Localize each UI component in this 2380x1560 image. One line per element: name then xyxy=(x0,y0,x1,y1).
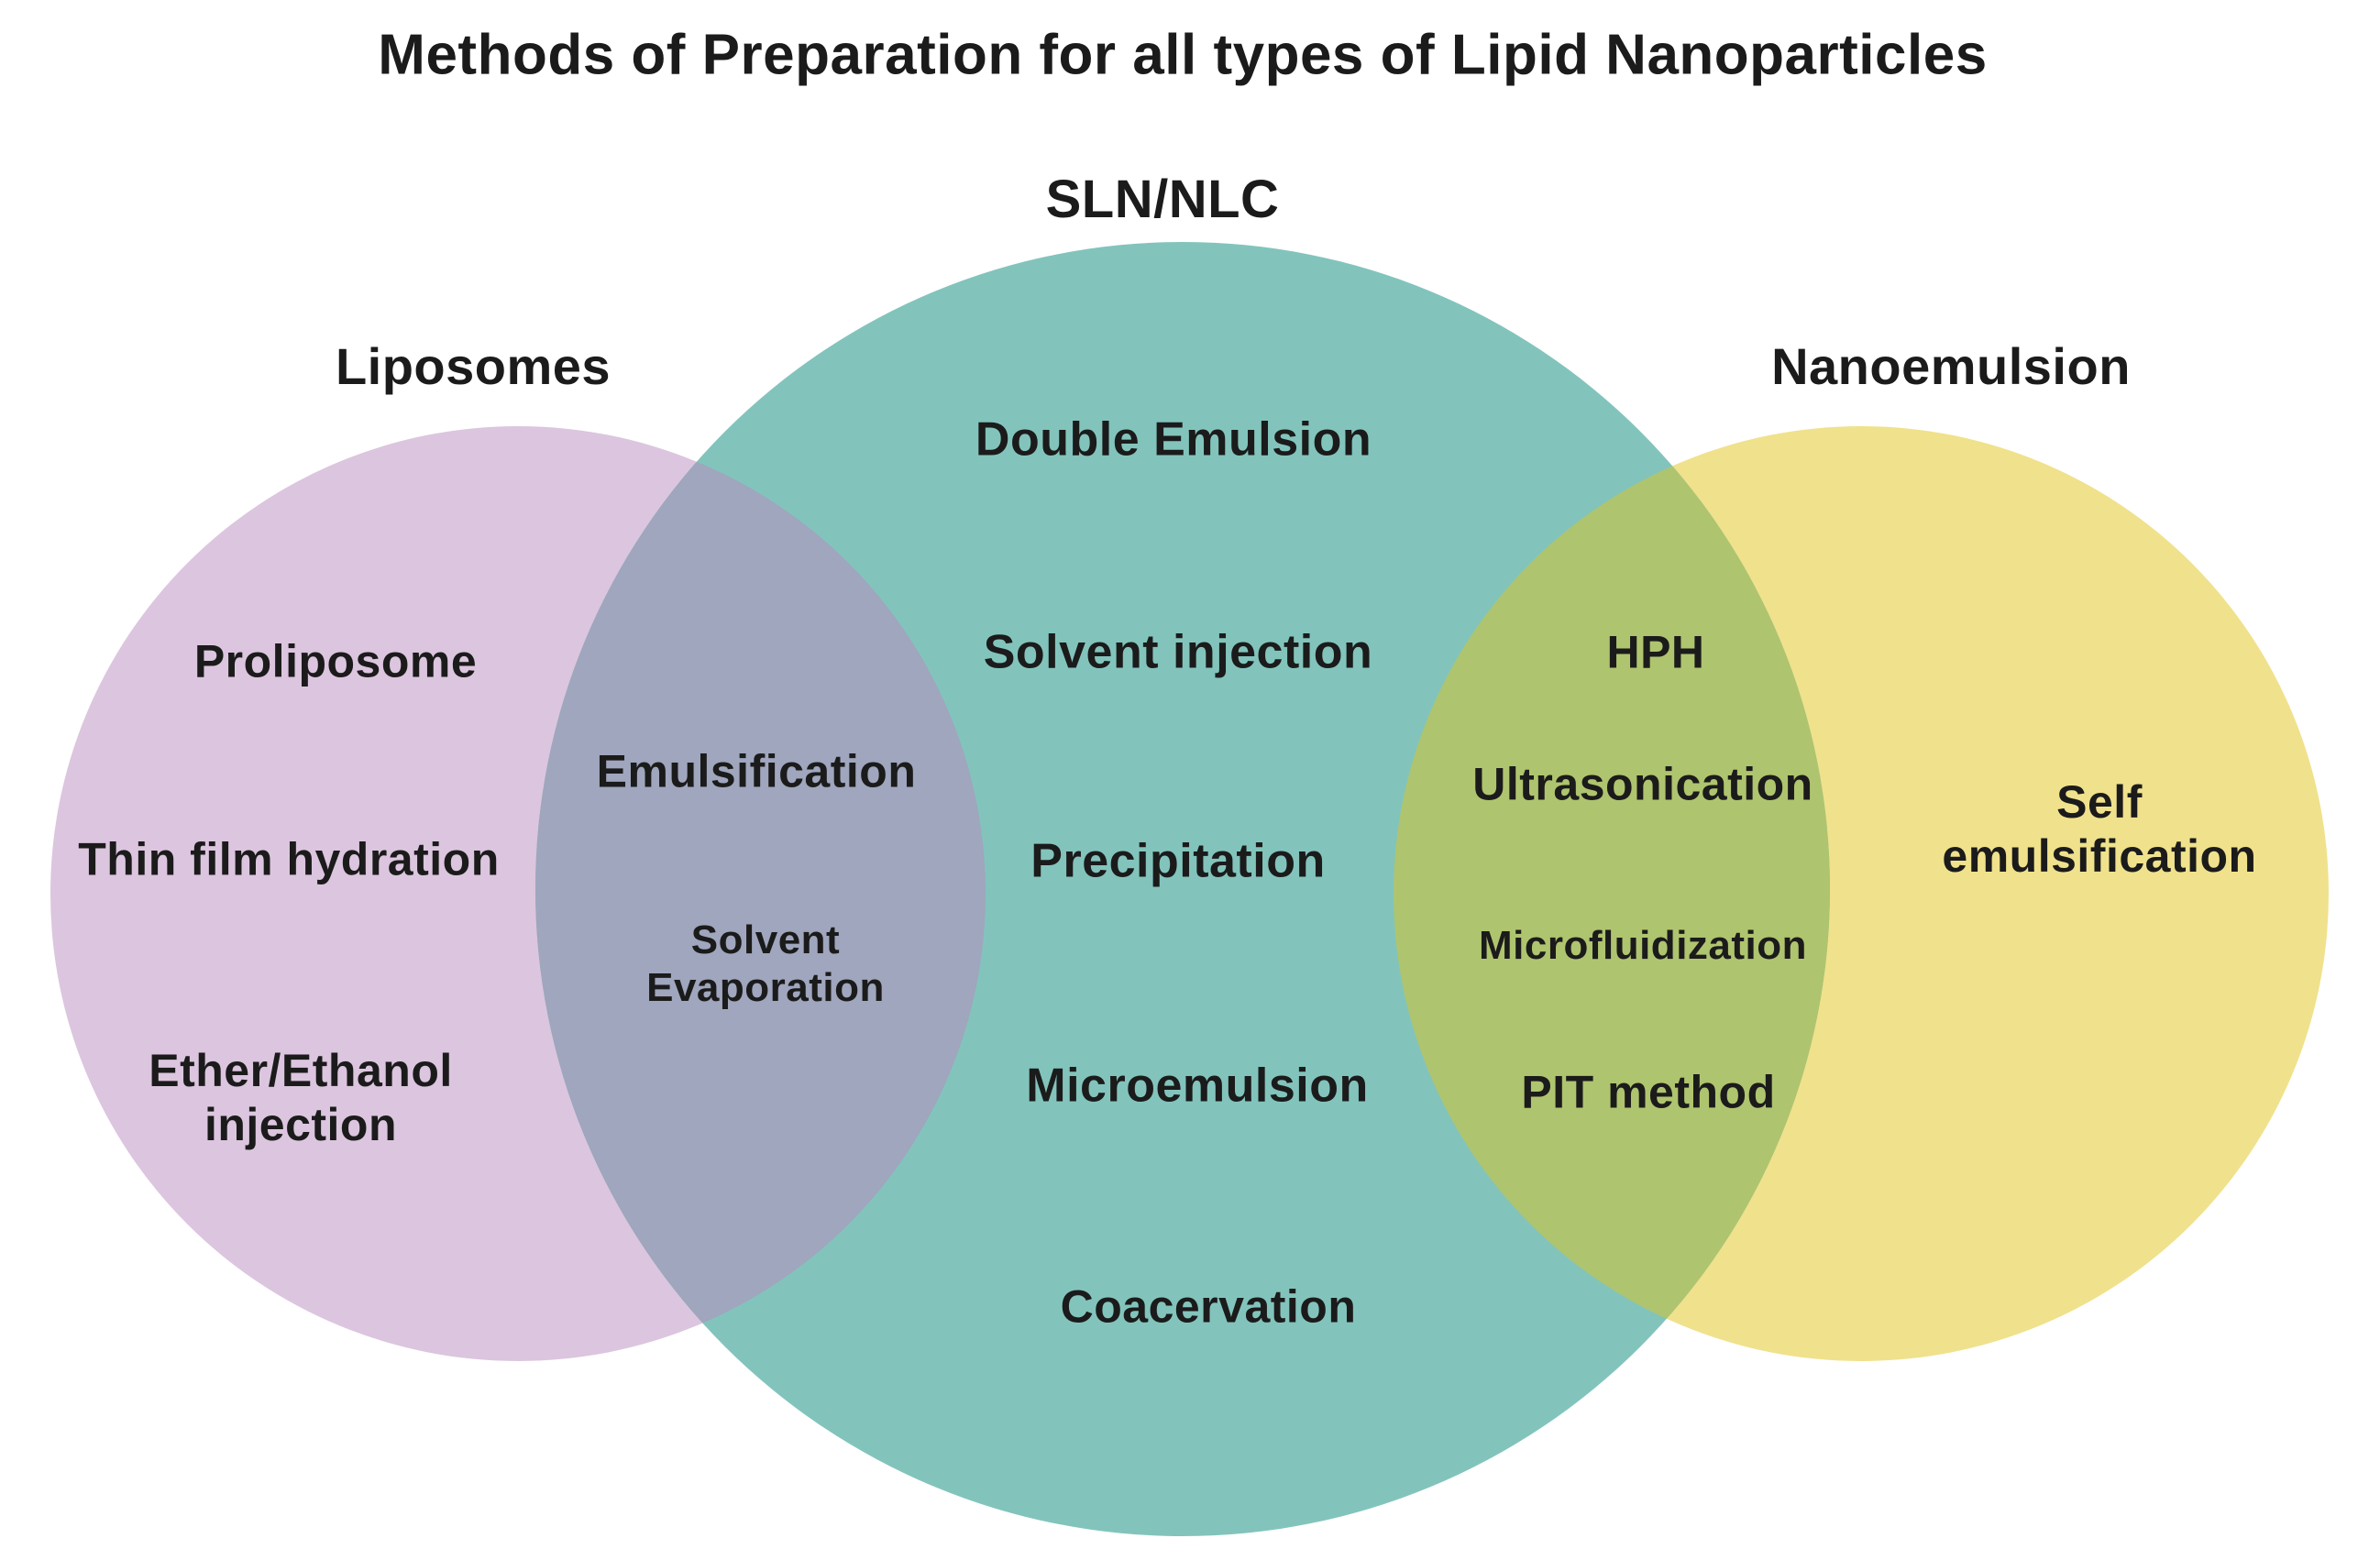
venn-label-self-emulsification: Self emulsification xyxy=(1942,776,2257,882)
liposomes-heading: Liposomes xyxy=(335,336,612,395)
venn-label-hph: HPH xyxy=(1606,626,1705,678)
venn-label-microemulsion: Microemulsion xyxy=(1026,1059,1369,1113)
nanoemulsion-heading: Nanoemulsion xyxy=(1771,336,2131,395)
venn-label-coacervation: Coacervation xyxy=(1060,1280,1357,1333)
liposomes-sln-overlap-lens xyxy=(535,426,986,1361)
venn-label-thin-film-hydration: Thin film hydration xyxy=(78,833,500,885)
venn-label-pit-method: PIT method xyxy=(1521,1066,1776,1118)
venn-label-microfluidization: Microfluidization xyxy=(1478,923,1808,969)
venn-label-double-emulsion: Double Emulsion xyxy=(975,412,1372,467)
venn-label-ultrasonication: Ultrasonication xyxy=(1472,758,1813,810)
sln-nlc-heading: SLN/NLC xyxy=(1045,169,1280,229)
venn-label-proliposome: Proliposome xyxy=(193,635,478,687)
diagram-title: Methods of Preparation for all types of … xyxy=(378,23,1988,87)
venn-label-solvent-injection: Solvent injection xyxy=(983,625,1373,679)
venn-label-ether-ethanol-injection: Ether/Ethanol injection xyxy=(149,1045,453,1150)
venn-label-solvent-evaporation: Solvent Evaporation xyxy=(646,917,885,1010)
sln-nanoemulsion-overlap-lens xyxy=(1394,426,1830,1361)
venn-label-emulsification: Emulsification xyxy=(596,745,917,797)
venn-label-precipitation: Precipitation xyxy=(1030,834,1326,888)
